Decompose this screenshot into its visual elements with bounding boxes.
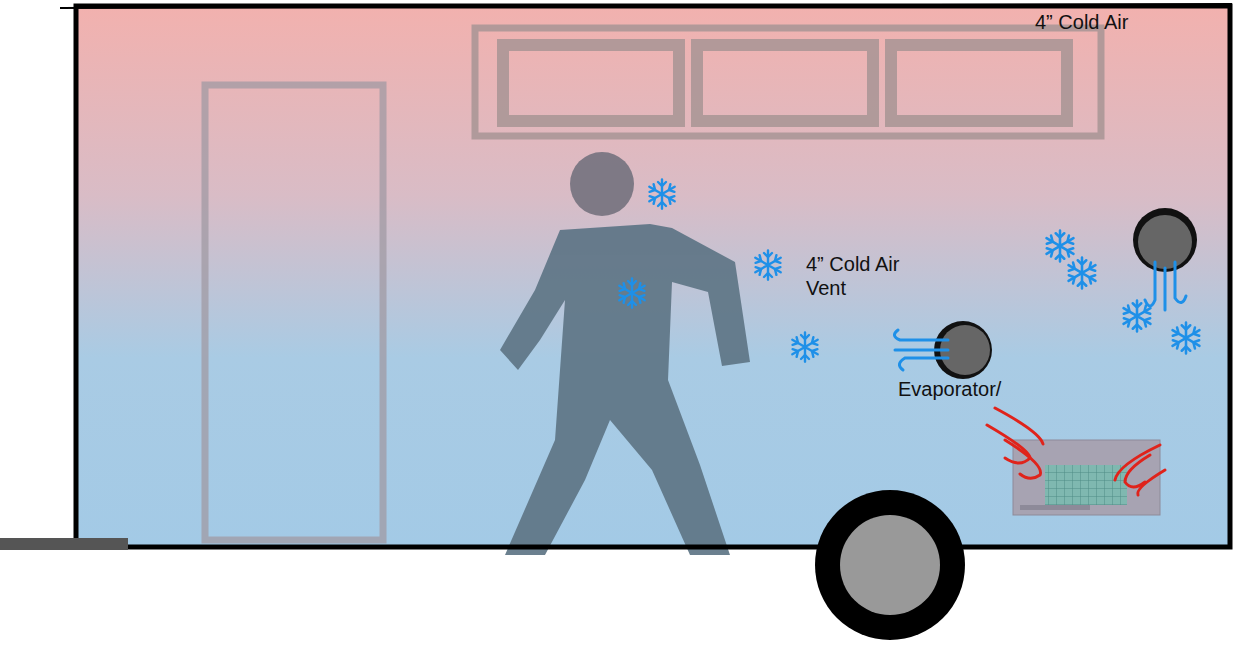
door-outline xyxy=(205,85,383,540)
air-vent xyxy=(1133,208,1197,272)
person-figure xyxy=(500,152,750,555)
snowflakes xyxy=(619,179,1199,361)
cold-air-lines xyxy=(894,262,1186,370)
annotation-label: Evaporator/ xyxy=(898,377,1078,401)
warm-air-arrows xyxy=(987,408,1165,495)
annotation-label: 4” Cold Air Vent xyxy=(806,252,944,300)
annotation-label: 4” Cold Air xyxy=(1035,10,1215,34)
trailer-outline xyxy=(76,6,1230,547)
wheel xyxy=(815,490,965,640)
window-frame xyxy=(475,28,1101,136)
hitch-bar xyxy=(0,538,128,550)
